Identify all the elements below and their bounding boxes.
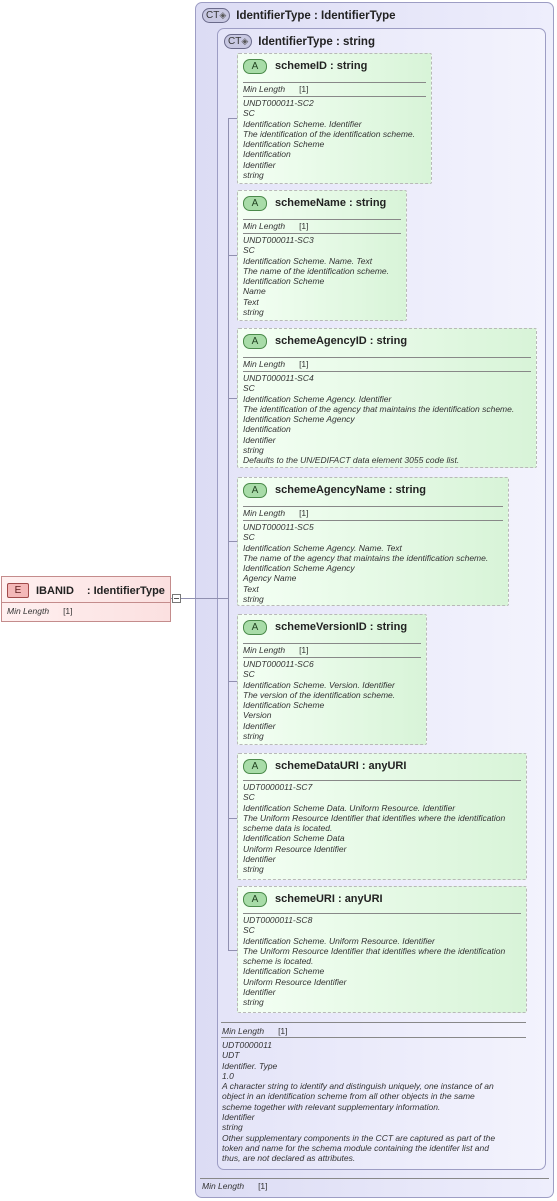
attribute-name: schemeAgencyID : string xyxy=(275,335,408,347)
inner-divider-2 xyxy=(221,1037,526,1038)
attribute-badge-icon: A xyxy=(243,58,267,74)
element-name: IBANID xyxy=(36,584,74,597)
facet-value: [1] xyxy=(258,1181,268,1191)
inner-type-title: IdentifierType : string xyxy=(258,35,375,48)
facet-value: [1] xyxy=(278,1026,288,1036)
inner-divider xyxy=(221,1022,526,1023)
outer-facet: Min Length [1] xyxy=(202,1181,268,1192)
attribute-documentation: UDT0000011-SC8 SC Identification Scheme.… xyxy=(243,915,506,1008)
connector xyxy=(228,541,238,542)
attribute-badge-icon: A xyxy=(243,619,267,635)
attribute-name: schemeDataURI : anyURI xyxy=(275,760,407,772)
attribute-facet: Min Length[1] xyxy=(243,359,309,369)
connector xyxy=(228,398,238,399)
attribute-documentation: UNDT000011-SC3 SC Identification Scheme.… xyxy=(243,235,389,318)
attribute-documentation: UNDT000011-SC5 SC Identification Scheme … xyxy=(243,522,489,605)
attribute-facet: Min Length[1] xyxy=(243,221,309,231)
sequence-spine xyxy=(228,118,229,950)
attribute-badge-icon: A xyxy=(243,758,267,774)
attribute-facet: Min Length[1] xyxy=(243,645,309,655)
attribute-documentation: UNDT000011-SC4 SC Identification Scheme … xyxy=(243,373,515,466)
attribute-documentation: UNDT000011-SC2 SC Identification Scheme.… xyxy=(243,98,415,181)
attribute-documentation: UDT0000011-SC7 SC Identification Scheme … xyxy=(243,782,506,875)
attribute-name: schemeURI : anyURI xyxy=(275,893,383,905)
attribute-name: schemeAgencyName : string xyxy=(275,484,426,496)
attribute-name: schemeVersionID : string xyxy=(275,621,408,633)
attribute-facet: Min Length[1] xyxy=(243,508,309,518)
attribute-name: schemeID : string xyxy=(275,60,368,72)
outer-divider xyxy=(200,1178,549,1179)
facet-label: Min Length xyxy=(202,1181,245,1191)
attribute-documentation: UNDT000011-SC6 SC Identification Scheme.… xyxy=(243,659,396,742)
attribute-name: schemeName : string xyxy=(275,197,387,209)
element-type: : IdentifierType xyxy=(86,584,165,597)
inner-facet: Min Length [1] xyxy=(222,1026,288,1037)
attribute-badge-icon: A xyxy=(243,195,267,211)
element-facet: Min Length [1] xyxy=(7,606,73,616)
collapse-toggle-icon[interactable] xyxy=(172,594,181,603)
outer-type-title: IdentifierType : IdentifierType xyxy=(236,9,396,22)
connector xyxy=(228,118,238,119)
element-divider xyxy=(2,602,170,603)
complex-type-badge-icon: CT◈ xyxy=(224,34,253,49)
connector xyxy=(228,681,238,682)
attribute-badge-icon: A xyxy=(243,891,267,907)
connector xyxy=(181,598,228,599)
inner-type-documentation: UDT0000011 UDT Identifier. Type 1.0 A ch… xyxy=(222,1040,496,1164)
attribute-badge-icon: A xyxy=(243,482,267,498)
complex-type-badge-icon: CT◈ xyxy=(202,8,231,23)
element-badge-icon: E xyxy=(7,583,29,598)
connector xyxy=(228,255,238,256)
element-ibanid[interactable]: E IBANID : IdentifierType Min Length [1] xyxy=(1,576,171,622)
facet-label: Min Length xyxy=(222,1026,265,1036)
connector xyxy=(228,818,238,819)
connector xyxy=(228,950,238,951)
attribute-badge-icon: A xyxy=(243,333,267,349)
attribute-facet: Min Length[1] xyxy=(243,84,309,94)
